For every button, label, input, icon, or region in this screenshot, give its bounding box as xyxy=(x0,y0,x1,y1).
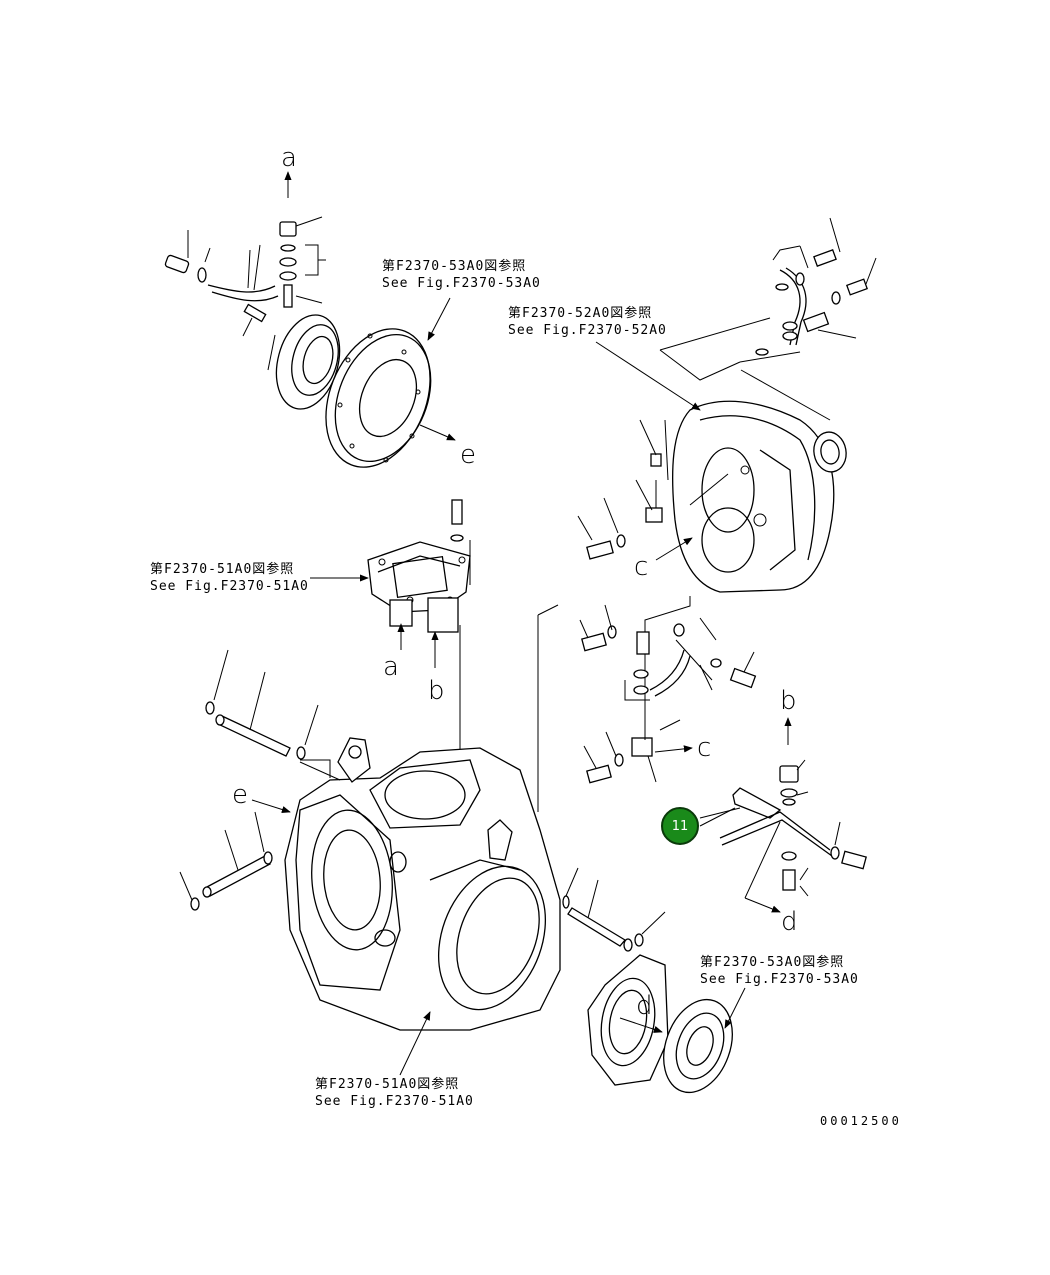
reference-middle-left-jp: 第F2370-51A0図参照 xyxy=(150,562,295,577)
connection-letter-d-cover: d xyxy=(636,991,653,1021)
reference-top-right: 第F2370-52A0図参照 See Fig.F2370-52A0 xyxy=(508,305,667,339)
callout-11-leader xyxy=(699,807,736,827)
connection-letter-a-top: a xyxy=(281,143,297,173)
right-fitting-group xyxy=(699,717,867,913)
connection-letter-b-valve: b xyxy=(428,676,445,706)
top-right-housing-group xyxy=(577,217,877,593)
connection-letter-a-valve: a xyxy=(383,652,399,682)
drawing-number: 00012500 xyxy=(820,1114,902,1128)
middle-right-fittings xyxy=(579,596,757,784)
reference-middle-left: 第F2370-51A0図参照 See Fig.F2370-51A0 xyxy=(150,561,309,595)
reference-bottom-center-jp: 第F2370-51A0図参照 xyxy=(315,1077,460,1092)
connection-letter-e-right: e xyxy=(460,440,476,470)
reference-top-center-en: See Fig.F2370-53A0 xyxy=(382,276,541,291)
connection-letter-c-upper: c xyxy=(634,552,649,582)
cover-plate-top xyxy=(325,297,456,468)
reference-top-right-jp: 第F2370-52A0図参照 xyxy=(508,306,653,321)
connection-letter-b-right: b xyxy=(780,686,797,716)
control-valve-group xyxy=(310,499,471,792)
reference-top-center-jp: 第F2370-53A0図参照 xyxy=(382,259,527,274)
reference-top-center: 第F2370-53A0図参照 See Fig.F2370-53A0 xyxy=(382,258,541,292)
transmission-case xyxy=(284,604,666,1076)
reference-bottom-right: 第F2370-53A0図参照 See Fig.F2370-53A0 xyxy=(700,954,859,988)
reference-middle-left-en: See Fig.F2370-51A0 xyxy=(150,579,309,594)
reference-bottom-right-en: See Fig.F2370-53A0 xyxy=(700,972,859,987)
connection-letter-e-left: e xyxy=(232,780,248,810)
reference-bottom-center-en: See Fig.F2370-51A0 xyxy=(315,1094,474,1109)
reference-bottom-right-jp: 第F2370-53A0図参照 xyxy=(700,955,845,970)
part-callout-11[interactable]: 11 xyxy=(661,807,699,845)
bottom-right-covers xyxy=(587,954,746,1094)
reference-bottom-center: 第F2370-51A0図参照 See Fig.F2370-51A0 xyxy=(315,1076,474,1110)
connection-letter-c-lower: c xyxy=(697,733,712,763)
top-left-fitting-group xyxy=(164,171,341,410)
connection-letter-d-right: d xyxy=(781,907,798,937)
reference-top-right-en: See Fig.F2370-52A0 xyxy=(508,323,667,338)
pins-left-group xyxy=(179,649,319,911)
